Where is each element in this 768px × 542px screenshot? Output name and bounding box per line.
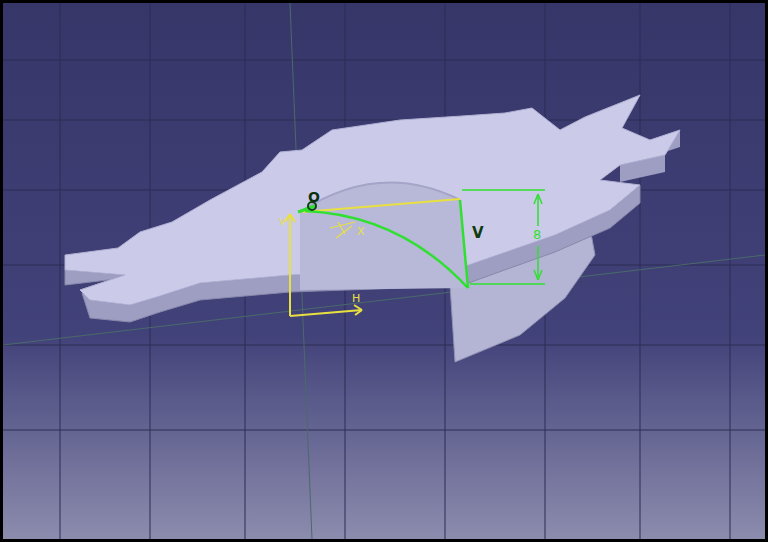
grid	[3, 3, 765, 539]
pocket-face	[300, 183, 468, 290]
dimension-value: 8	[533, 228, 541, 241]
curve-label: V	[472, 226, 484, 241]
sketch-profile	[298, 200, 468, 288]
axis-label: H	[352, 293, 360, 304]
axis-label: V	[279, 218, 285, 227]
origin-label: O	[308, 190, 320, 204]
dimension-lines	[462, 190, 545, 284]
part-top-face	[65, 95, 680, 305]
axis-label: X	[357, 226, 365, 237]
viewport-background	[3, 3, 765, 539]
pocket-edge	[300, 183, 460, 212]
